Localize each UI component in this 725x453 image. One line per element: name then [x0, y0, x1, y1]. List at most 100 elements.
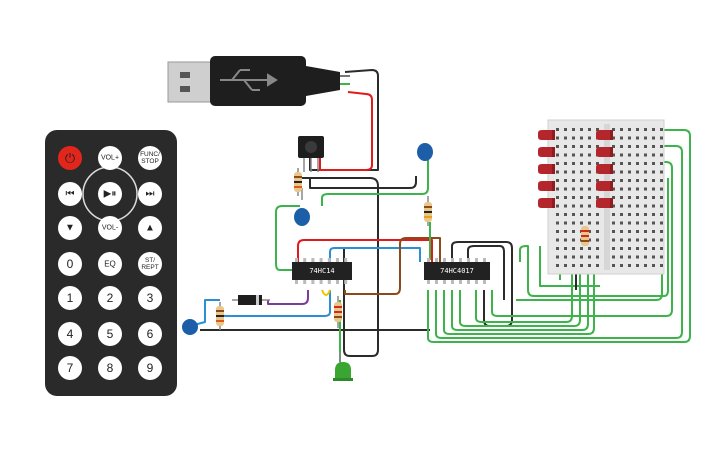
chip-74hc14[interactable]: 74HC14 [292, 262, 352, 280]
wire-green[interactable] [435, 145, 683, 339]
wire-green[interactable] [475, 204, 573, 323]
red-led[interactable] [538, 147, 555, 157]
usb-cable[interactable] [167, 56, 350, 106]
ir-receiver[interactable] [298, 136, 324, 172]
button-label: 3 [147, 291, 154, 305]
red-led[interactable] [596, 130, 613, 140]
led-body [538, 181, 552, 191]
button-label: VOL+ [101, 155, 119, 162]
remote-button-6[interactable]: 6 [138, 322, 162, 346]
chip-label: 74HC14 [309, 267, 334, 275]
green-led[interactable] [333, 352, 353, 381]
down-button[interactable]: ▼ [58, 216, 82, 240]
red-led[interactable] [596, 198, 613, 208]
breadboard[interactable] [547, 119, 665, 275]
led-rim [610, 130, 613, 140]
wire-blue[interactable] [329, 247, 421, 262]
resistor[interactable] [294, 168, 302, 196]
wire-blue[interactable] [189, 299, 220, 327]
capacitor[interactable] [294, 188, 310, 226]
wire-green[interactable] [443, 240, 595, 335]
button-face [98, 322, 122, 346]
breadboard-channel [604, 124, 610, 270]
breadboard-holes [556, 128, 663, 267]
wire-brown[interactable] [344, 237, 441, 295]
remote-button-8[interactable]: 8 [98, 356, 122, 380]
button-label: ST/ [145, 257, 155, 264]
red-led[interactable] [596, 181, 613, 191]
led-body [538, 130, 552, 140]
chip-pins [295, 258, 486, 284]
wire-black[interactable] [309, 69, 379, 171]
power-button[interactable]: ⏻ [58, 146, 82, 170]
button-face [58, 322, 82, 346]
diode[interactable] [232, 295, 270, 305]
red-led[interactable] [538, 181, 555, 191]
wire-red[interactable] [319, 91, 373, 171]
led-body [538, 198, 552, 208]
remote-button-0[interactable]: 0 [58, 252, 82, 276]
remote-button-9[interactable]: 9 [138, 356, 162, 380]
remote-button-1[interactable]: 1 [58, 286, 82, 310]
remote-button-eq[interactable]: EQ [98, 252, 122, 276]
button-face [58, 252, 82, 276]
led-rim [552, 181, 555, 191]
remote-button-vol[interactable]: VOL+ [98, 146, 122, 170]
diode-body [238, 295, 262, 305]
wire-black[interactable] [300, 177, 379, 357]
remote-button-funcstop[interactable]: FUNC/STOP [138, 146, 162, 170]
remote-button-vol[interactable]: VOL- [98, 216, 122, 240]
wire-red[interactable] [297, 239, 433, 262]
wire-black[interactable] [309, 176, 417, 189]
up-button[interactable]: ▲ [138, 216, 162, 240]
wire-green[interactable] [275, 205, 300, 271]
red-led[interactable] [596, 147, 613, 157]
led-body [538, 164, 552, 174]
prev-button[interactable]: ⏮ [58, 182, 82, 206]
red-led[interactable] [538, 164, 555, 174]
red-led[interactable] [538, 130, 555, 140]
wire-green[interactable] [519, 178, 669, 297]
chip-74hc4017[interactable]: 74HC4017 [424, 262, 490, 280]
remote-button-2[interactable]: 2 [98, 286, 122, 310]
wire-green[interactable] [321, 158, 429, 206]
red-led[interactable] [596, 164, 613, 174]
led-rim [610, 198, 613, 208]
wire-green[interactable] [491, 161, 673, 317]
wire-black[interactable] [467, 245, 505, 300]
wire-yellow[interactable] [321, 289, 331, 296]
wire-green[interactable] [459, 230, 581, 327]
button-face [98, 146, 122, 170]
remote-button-7[interactable]: 7 [58, 356, 82, 380]
wire-purple[interactable] [267, 290, 309, 305]
capacitor[interactable] [417, 143, 433, 161]
button-face [58, 146, 82, 170]
button-face [98, 356, 122, 380]
remote-button-4[interactable]: 4 [58, 322, 82, 346]
led-rim [552, 147, 555, 157]
resistor[interactable] [216, 302, 224, 330]
next-button[interactable]: ⏭ [138, 182, 162, 206]
resistor[interactable] [424, 196, 432, 226]
led-rim [552, 164, 555, 174]
wire-green[interactable] [539, 246, 600, 287]
remote-button-5[interactable]: 5 [98, 322, 122, 346]
resistor[interactable] [581, 226, 589, 246]
up-icon: ▲ [145, 223, 155, 234]
button-label: 7 [67, 361, 74, 375]
wire-green[interactable] [451, 256, 589, 331]
capacitor[interactable] [182, 319, 198, 335]
remote-button-3[interactable]: 3 [138, 286, 162, 310]
capacitor-body [294, 208, 310, 226]
remote-button-strept[interactable]: ST/REPT [138, 252, 162, 276]
wire-green[interactable] [427, 129, 691, 343]
red-led[interactable] [538, 198, 555, 208]
resistor[interactable] [334, 296, 342, 328]
button-face [98, 182, 122, 206]
diode-band [256, 295, 259, 305]
play-pause-button[interactable]: ▶⏸ [98, 182, 122, 206]
wire-green[interactable] [516, 196, 663, 301]
led-array [538, 130, 613, 208]
